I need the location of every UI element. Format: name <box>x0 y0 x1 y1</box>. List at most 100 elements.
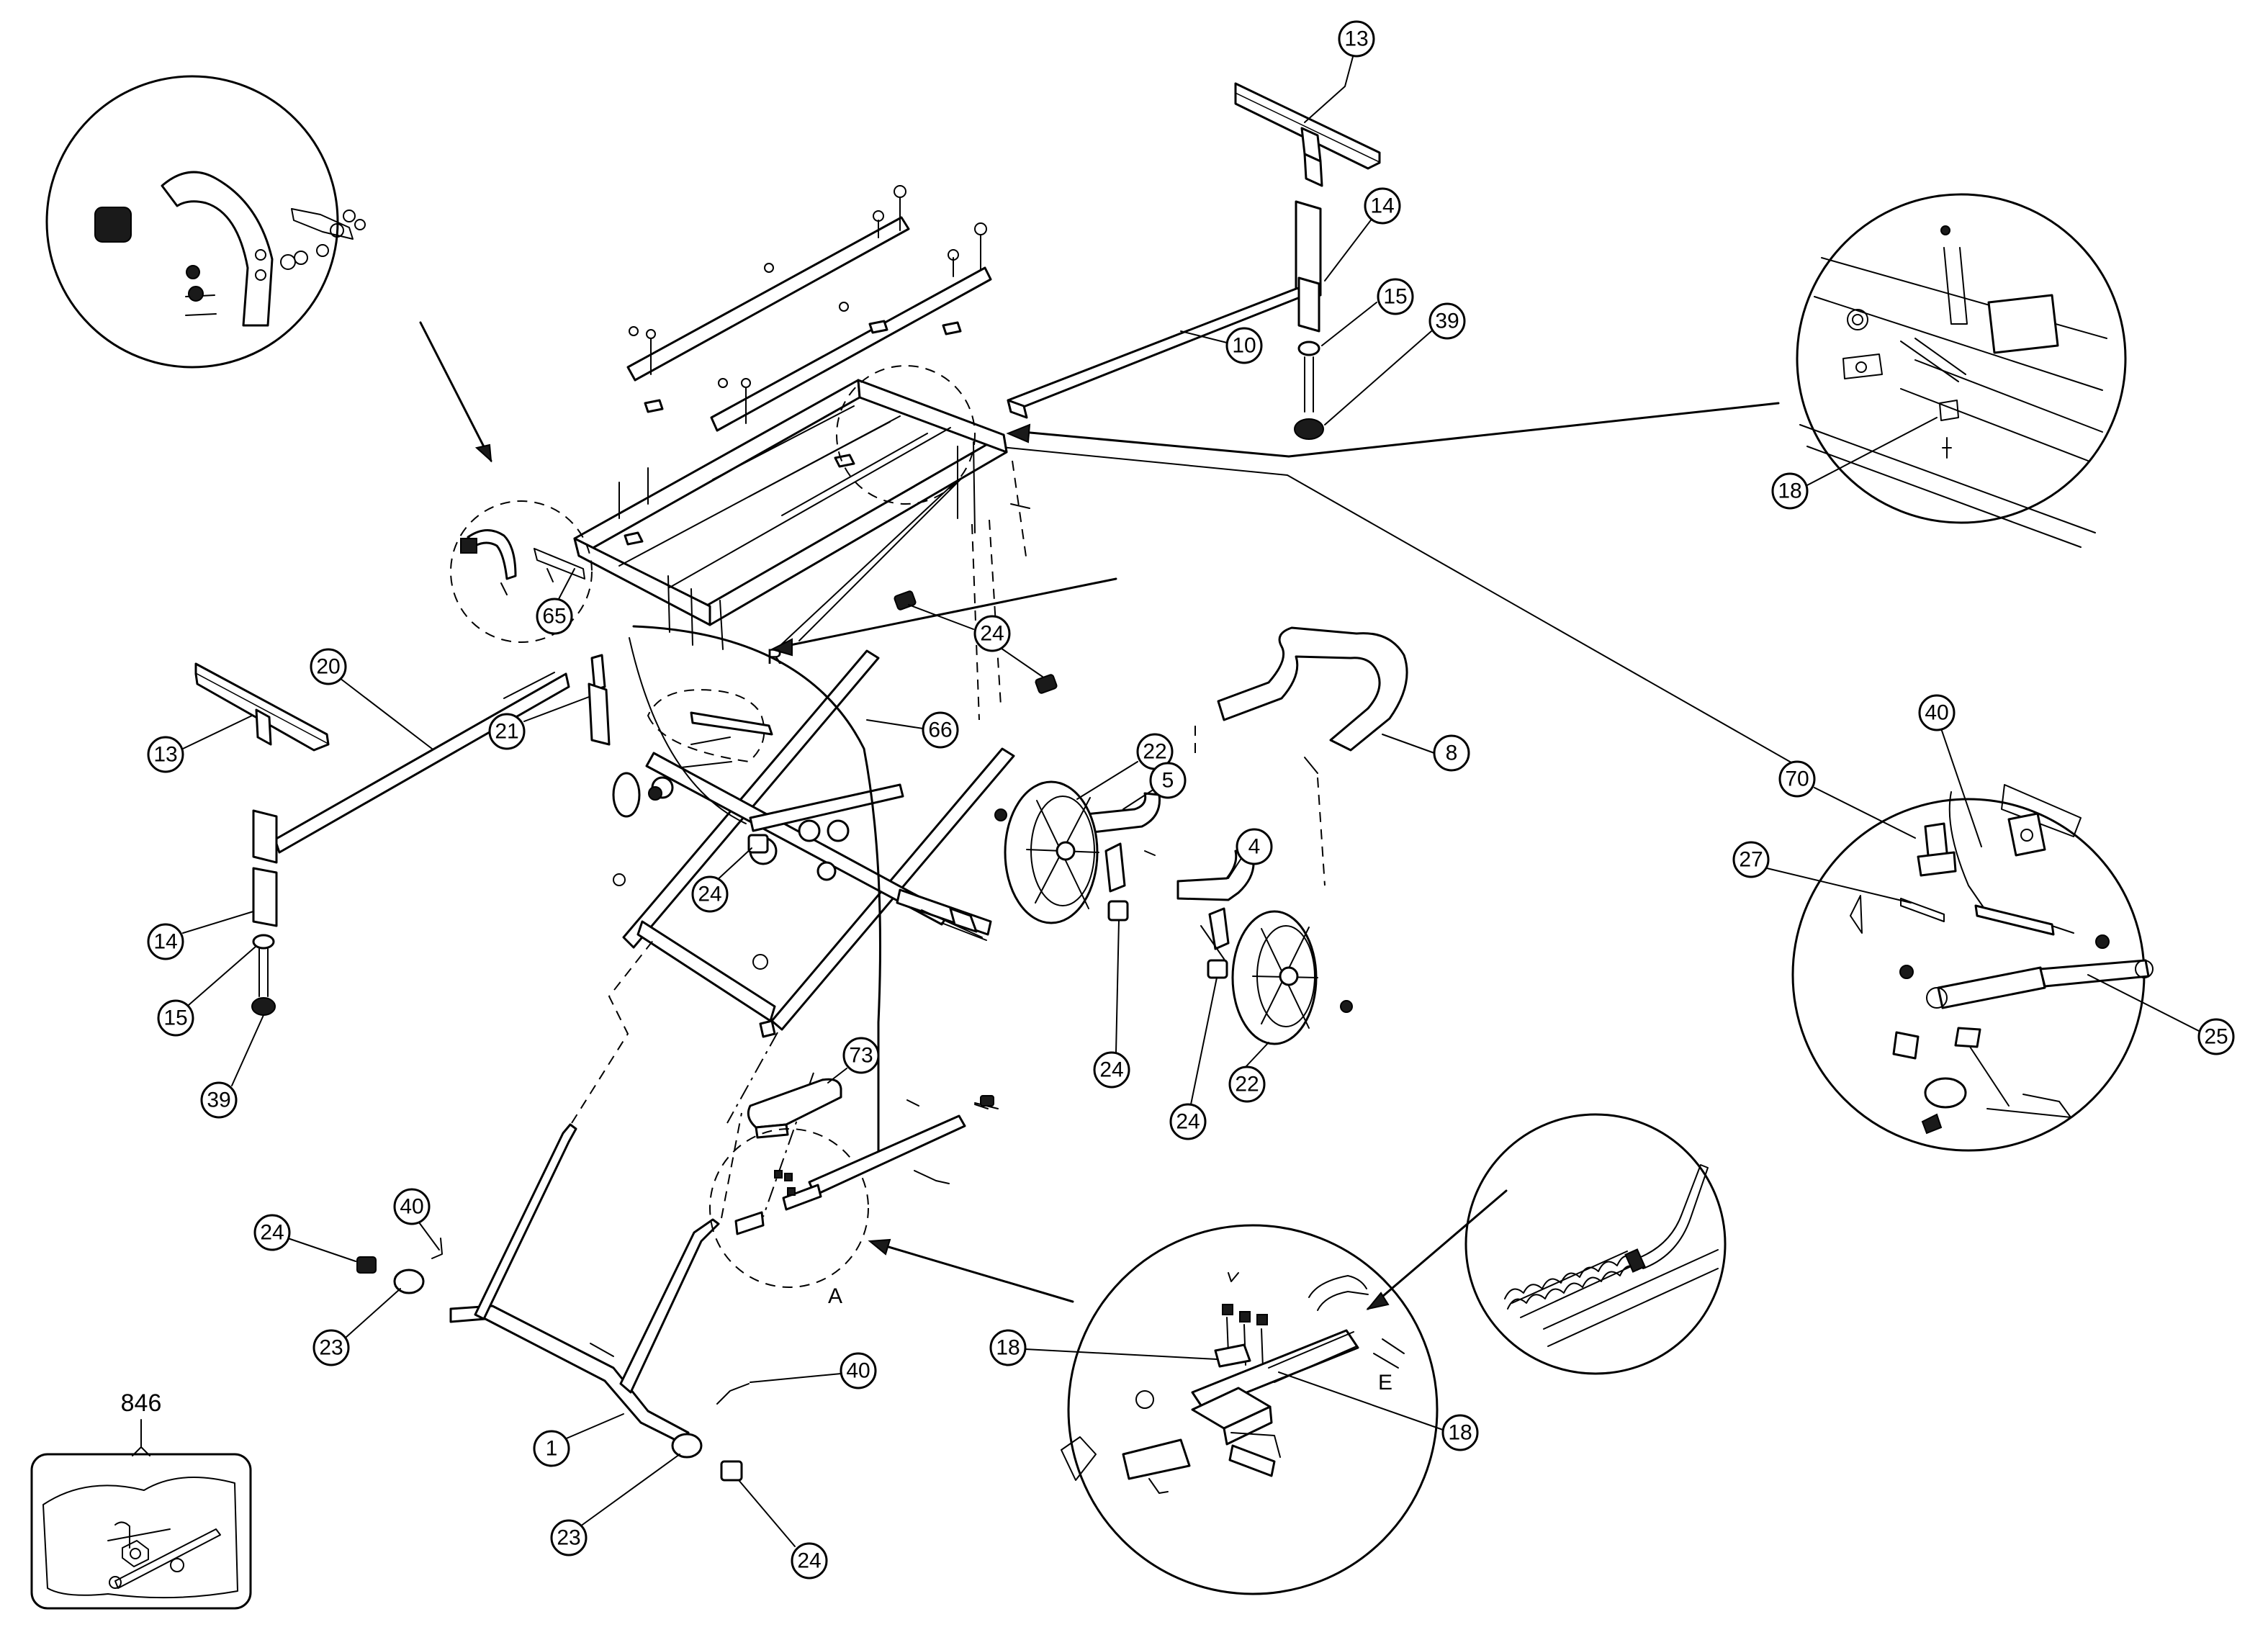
callout-number: 15 <box>1383 285 1407 309</box>
callout-18-latch-right: 18 <box>1278 1371 1479 1451</box>
callout-circle <box>393 1188 431 1225</box>
callout-25: 25 <box>2087 974 2235 1055</box>
callout-circle <box>973 615 1011 652</box>
callout-circle <box>1338 20 1375 58</box>
callout-circle <box>533 1430 570 1467</box>
callout-number: 40 <box>846 1359 870 1383</box>
callout-circle <box>1228 1065 1266 1103</box>
callout-8: 8 <box>1382 734 1470 772</box>
callout-5: 5 <box>1122 762 1187 810</box>
callout-circle <box>1093 1051 1130 1089</box>
callout-circle <box>1771 472 1809 510</box>
callout-number: 27 <box>1739 848 1763 872</box>
callout-number: 25 <box>2204 1025 2228 1049</box>
callout-circle <box>989 1329 1027 1366</box>
part-22-wheel-lower <box>1231 910 1353 1045</box>
callout-circle <box>1433 734 1470 772</box>
kit-label: 846 <box>121 1389 162 1417</box>
part-13-support-bracket-left <box>194 662 330 752</box>
callout-40-detail: 40 <box>1918 694 1982 847</box>
assembly-leader-lines <box>419 321 1801 1310</box>
callout-circle <box>691 875 729 913</box>
leg-frame <box>612 649 1015 1038</box>
callout-circle <box>1441 1414 1479 1451</box>
callout-22-upper: 22 <box>1076 733 1174 800</box>
callout-circle <box>550 1519 588 1556</box>
callout-14-left: 14 <box>147 911 254 960</box>
callout-24-wheel-lower: 24 <box>1169 977 1218 1140</box>
callout-number: 15 <box>163 1006 187 1030</box>
callout-circle <box>1732 841 1770 878</box>
callout-circle <box>312 1329 350 1366</box>
callout-number: 24 <box>698 883 721 906</box>
callout-number: 22 <box>1143 740 1166 764</box>
callout-number: 24 <box>797 1549 821 1573</box>
callout-number: 66 <box>928 718 952 742</box>
callout-number: 39 <box>1435 310 1459 333</box>
callout-39-left: 39 <box>200 1014 264 1119</box>
callout-number: 22 <box>1235 1073 1259 1096</box>
callout-circle <box>147 736 184 773</box>
callout-24-frame: 24 <box>908 604 1043 677</box>
callout-65: 65 <box>536 568 575 635</box>
callout-circle <box>157 999 194 1037</box>
callout-circle <box>310 648 347 685</box>
detail-view-spring <box>1464 1113 1727 1375</box>
callout-circle <box>842 1037 880 1074</box>
callout-20: 20 <box>310 648 433 749</box>
callout-14-top: 14 <box>1324 187 1401 281</box>
callout-number: 4 <box>1248 835 1261 859</box>
detail-view-handle-bracket <box>45 75 366 369</box>
callout-40-left: 40 <box>393 1188 440 1251</box>
detail-letter-e: E <box>1378 1371 1392 1395</box>
callout-21: 21 <box>488 696 590 750</box>
callout-number: 24 <box>260 1221 284 1245</box>
callout-circle <box>488 713 526 750</box>
hardware-kit-box <box>30 1453 252 1610</box>
callout-18-top-detail: 18 <box>1771 417 1938 510</box>
detail-view-latch <box>1061 1224 1439 1595</box>
callout-number: 14 <box>1370 194 1394 218</box>
callout-40-right: 40 <box>750 1352 877 1389</box>
callout-66: 66 <box>866 711 959 749</box>
latch-region <box>709 1095 999 1288</box>
callout-23-left: 23 <box>312 1288 401 1366</box>
callout-number: 18 <box>1448 1421 1472 1445</box>
callout-circle <box>253 1214 291 1251</box>
part-14-post <box>1294 276 1324 440</box>
callout-number: 39 <box>207 1089 230 1112</box>
callout-number: 73 <box>849 1044 873 1068</box>
callout-24-right: 24 <box>738 1479 828 1580</box>
part-22-wheel-upper <box>994 780 1099 924</box>
callout-circle <box>1428 302 1466 340</box>
callout-circle <box>200 1081 238 1119</box>
callout-number: 70 <box>1785 767 1809 791</box>
callout-15-left: 15 <box>157 945 257 1037</box>
callout-number: 10 <box>1232 334 1256 358</box>
callout-23-right: 23 <box>550 1454 680 1556</box>
callout-1: 1 <box>533 1413 624 1467</box>
callout-27: 27 <box>1732 841 1912 904</box>
callout-number: 18 <box>996 1336 1020 1360</box>
callout-circle <box>1364 187 1401 225</box>
callout-circle <box>922 711 959 749</box>
callout-circle <box>536 598 573 635</box>
callout-number: 20 <box>316 655 340 679</box>
detail-letter-a: A <box>828 1284 842 1308</box>
callout-number: 8 <box>1446 742 1458 765</box>
callout-number: 24 <box>1099 1058 1123 1082</box>
callout-18-latch-left: 18 <box>989 1329 1218 1366</box>
callouts: 13 14 15 39 10 18 65 <box>147 20 2235 1580</box>
callout-number: 40 <box>1925 701 1948 725</box>
callout-10: 10 <box>1180 327 1263 364</box>
callout-73: 73 <box>827 1037 880 1083</box>
callout-4: 4 <box>1228 828 1273 879</box>
detail-letter-r: R <box>767 645 783 669</box>
callout-number: 23 <box>557 1526 580 1550</box>
callout-circle <box>1778 760 1816 798</box>
part-10-extension-arm <box>1007 200 1322 419</box>
callout-39-top: 39 <box>1324 302 1466 425</box>
callout-24-left: 24 <box>253 1214 356 1262</box>
top-rail-assembly <box>626 185 992 432</box>
